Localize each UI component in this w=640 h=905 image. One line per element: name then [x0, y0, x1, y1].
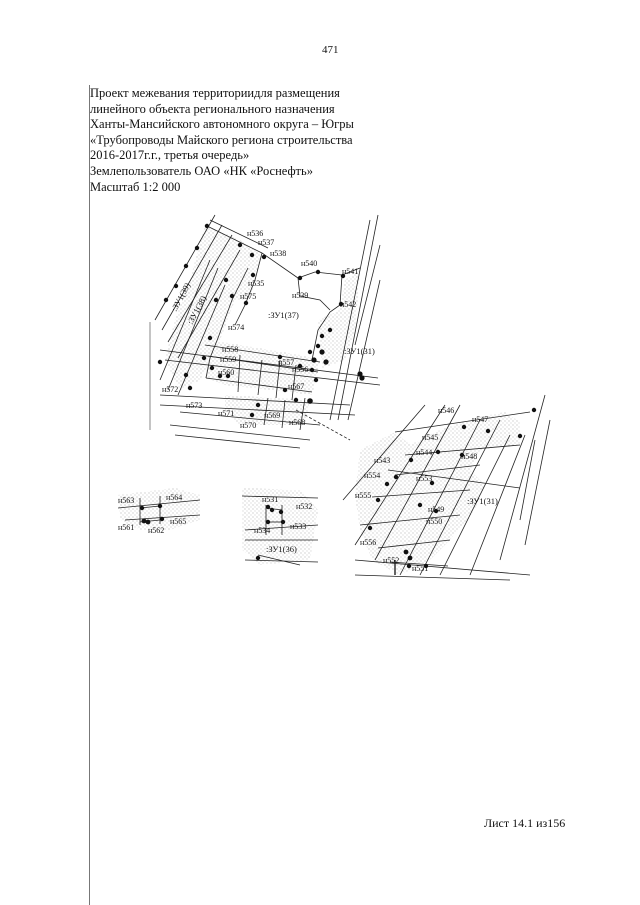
svg-text::ЗУ1(36): :ЗУ1(36): [266, 544, 297, 554]
svg-text:н568: н568: [289, 418, 305, 427]
svg-text:н573: н573: [186, 401, 202, 410]
svg-text:н554: н554: [364, 471, 380, 480]
svg-text:н559: н559: [220, 355, 236, 364]
svg-text:н575: н575: [240, 292, 256, 301]
title-line: «Трубопроводы Майского региона строитель…: [90, 132, 353, 147]
scale-line: Масштаб 1:2 000: [90, 179, 181, 194]
svg-text:н556: н556: [360, 538, 376, 547]
title-line: 2016-2017г.г., третья очередь»: [90, 148, 250, 163]
right-plan-labels: н546 н547 н545 н544 н548 н543 н553 н554 …: [355, 406, 498, 573]
title-line: линейного объекта регионального назначен…: [90, 101, 335, 116]
svg-text:н552: н552: [383, 556, 399, 565]
svg-text:н546: н546: [438, 406, 454, 415]
svg-text:н553: н553: [416, 474, 432, 483]
svg-text:н574: н574: [228, 323, 244, 332]
svg-text:н571: н571: [218, 409, 234, 418]
svg-text:н551: н551: [412, 564, 428, 573]
svg-text::ЗУ1(31): :ЗУ1(31): [467, 496, 498, 506]
middle-plan-labels: н531 н532 н533 н534 :ЗУ1(36): [254, 495, 312, 554]
svg-text:н536: н536: [247, 229, 263, 238]
svg-text:н569: н569: [264, 411, 280, 420]
right-plan-points: [367, 407, 537, 569]
right-plan-fragment: [342, 394, 551, 581]
svg-text:н565: н565: [170, 517, 186, 526]
svg-text:н535: н535: [248, 279, 264, 288]
svg-text:н534: н534: [254, 526, 270, 535]
main-plan-fragment: [149, 214, 381, 449]
title-line: Проект межевания территориидля размещени…: [90, 86, 340, 100]
svg-text:н539: н539: [292, 291, 308, 300]
main-plan-points: [157, 223, 365, 418]
svg-text:н558: н558: [222, 345, 238, 354]
svg-text:н541: н541: [342, 267, 358, 276]
sheet-label: Лист 14.1 из156: [484, 816, 566, 830]
page-number: 471: [322, 44, 339, 56]
svg-text:н542: н542: [340, 300, 356, 309]
svg-text:н549: н549: [428, 505, 444, 514]
svg-text:н567: н567: [288, 382, 304, 391]
middle-plan-fragment: [241, 488, 319, 566]
middle-plan-points: [255, 504, 286, 561]
svg-text:н560: н560: [218, 368, 234, 377]
svg-text:н557: н557: [278, 358, 294, 367]
svg-text:н561: н561: [118, 523, 134, 532]
svg-text:н556: н556: [292, 365, 308, 374]
svg-text:н533: н533: [290, 522, 306, 531]
svg-text:н547: н547: [472, 415, 488, 424]
svg-text:н562: н562: [148, 526, 164, 535]
svg-text:н537: н537: [258, 238, 274, 247]
svg-text:н572: н572: [162, 385, 178, 394]
svg-text:н545: н545: [422, 433, 438, 442]
svg-text::ЗУ1(37): :ЗУ1(37): [268, 310, 299, 320]
svg-text:н548: н548: [461, 452, 477, 461]
svg-text::ЗУ1(31): :ЗУ1(31): [344, 346, 375, 356]
svg-text:н532: н532: [296, 502, 312, 511]
svg-text:н570: н570: [240, 421, 256, 430]
svg-text:н563: н563: [118, 496, 134, 505]
svg-text:н544: н544: [416, 448, 432, 457]
left-plan-points: [139, 503, 165, 525]
svg-text:н540: н540: [301, 259, 317, 268]
svg-text:н538: н538: [270, 249, 286, 258]
left-plan-labels: н563 н564 н565 н561 н562: [118, 493, 186, 535]
title-block: Проект межевания территориидля размещени…: [90, 86, 354, 195]
svg-text:н564: н564: [166, 493, 182, 502]
land-user-line: Землепользователь ОАО «НК «Роснефть»: [90, 163, 313, 178]
svg-text:н531: н531: [262, 495, 278, 504]
svg-text:н543: н543: [374, 456, 390, 465]
svg-text:н555: н555: [355, 491, 371, 500]
title-line: Ханты-Мансийского автономного округа – Ю…: [90, 117, 354, 132]
margin-line: [89, 85, 90, 905]
svg-text:н550: н550: [426, 517, 442, 526]
